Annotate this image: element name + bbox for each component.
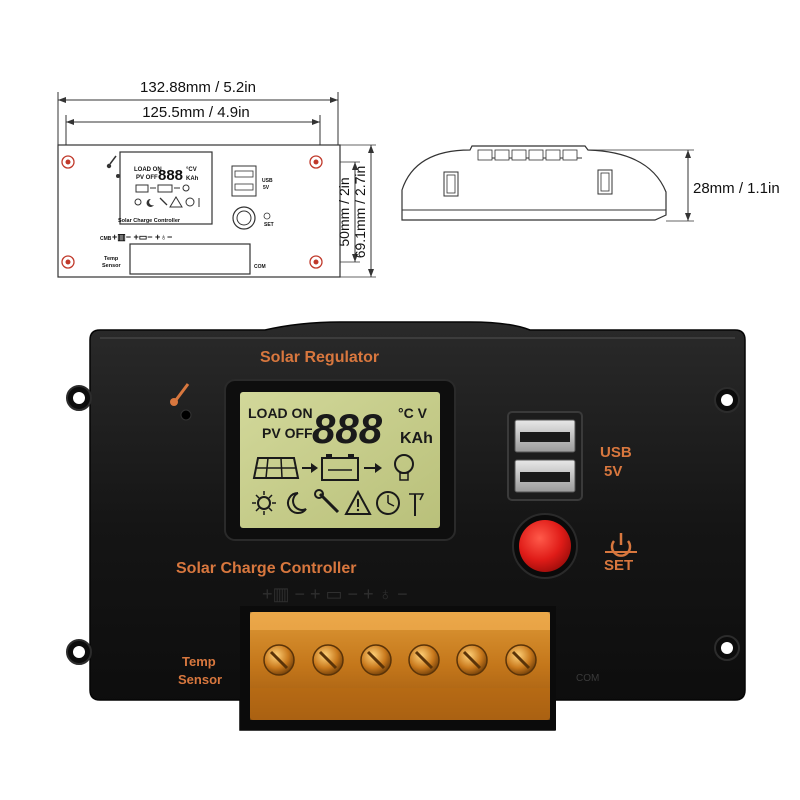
- lcd-screen: [240, 392, 440, 528]
- side-terminal-slots: [477, 149, 578, 161]
- depth-label: 28mm / 1.1in: [693, 180, 780, 197]
- mini-lcd-line1: LOAD ON: [134, 167, 162, 173]
- lcd-digits: 888: [312, 405, 383, 452]
- temp-sensor-hole: [180, 409, 192, 421]
- warning-icon: [344, 489, 372, 515]
- moon-icon: [287, 492, 307, 514]
- solar-charge-controller-label: Solar Charge Controller: [176, 560, 356, 577]
- set-label: SET: [604, 557, 633, 574]
- embossed-polarity-marks: +▥ − + ▭ − + ♁ −: [262, 584, 408, 604]
- temp-label: Temp: [182, 654, 216, 669]
- mini-set-label: SET: [264, 222, 274, 228]
- thermometer-icon: [170, 383, 190, 406]
- set-button[interactable]: [519, 520, 571, 572]
- mini-usb-port: [231, 165, 257, 197]
- usb-label: USB: [600, 444, 632, 461]
- power-icon: [610, 533, 632, 557]
- mount-hole-icon: [61, 155, 323, 269]
- terminal-screw-icon[interactable]: [408, 644, 440, 676]
- device-photo: Solar Regulator LOAD ON PV OFF 888 °C V …: [66, 321, 746, 731]
- dimension-drawing-side: 28mm / 1.1in: [401, 145, 780, 222]
- mini-set-button: [232, 206, 256, 230]
- terminal-screw-icon[interactable]: [312, 644, 344, 676]
- terminal-screws: [263, 644, 537, 676]
- mini-polarity-marks: +▥− +▭− +♁−: [112, 232, 172, 242]
- sun-icon: [252, 491, 276, 515]
- lcd-line2: PV OFF: [262, 425, 313, 441]
- dimension-drawing-front: 132.88mm / 5.2in 125.5mm / 4.9in LO: [57, 79, 376, 278]
- mini-lcd-digits: 888: [158, 167, 183, 184]
- height-holes-label: 50mm / 2in: [336, 177, 352, 246]
- usb-voltage-label: 5V: [604, 463, 622, 480]
- terminal-screw-icon[interactable]: [360, 644, 392, 676]
- battery-icon: [321, 454, 359, 481]
- mini-lcd-icons: [134, 184, 200, 208]
- sensor-label: Sensor: [178, 672, 222, 687]
- mini-title: Solar Charge Controller: [118, 218, 181, 224]
- mini-temp: Temp: [104, 256, 119, 262]
- solar-regulator-label: Solar Regulator: [260, 349, 379, 366]
- wrench-icon: [314, 489, 340, 514]
- com-label: COM: [576, 673, 599, 684]
- terminal-screw-icon[interactable]: [505, 644, 537, 676]
- terminal-screw-icon[interactable]: [263, 644, 295, 676]
- thermometer-icon: [106, 155, 117, 169]
- bulb-icon: [394, 454, 414, 481]
- arrow-right-icon: [302, 463, 318, 473]
- mini-lcd-units1: °CV: [186, 167, 197, 173]
- mini-usb-label: USB: [262, 178, 273, 184]
- lcd-units-kah: KAh: [400, 430, 433, 447]
- terminal-screw-icon[interactable]: [456, 644, 488, 676]
- mini-lcd-units2: KAh: [186, 176, 199, 182]
- lcd-line1: LOAD ON: [248, 405, 313, 421]
- height-total-label: 69.1mm / 2.7in: [352, 166, 368, 259]
- mini-cmb: CMB: [100, 236, 112, 242]
- usb-port[interactable]: [507, 411, 583, 501]
- light-timer-icon: [409, 493, 425, 516]
- solar-panel-icon: [252, 457, 300, 479]
- width-total-label: 132.88mm / 5.2in: [140, 79, 256, 96]
- mini-lcd-line2: PV OFF: [136, 175, 158, 181]
- lcd-units-temp-volt: °C V: [398, 405, 428, 421]
- mount-ear-icon: [66, 385, 740, 665]
- mini-com: COM: [254, 264, 266, 270]
- mini-sensor: Sensor: [102, 263, 122, 269]
- mini-lcd-bezel: [119, 151, 213, 225]
- width-holes-label: 125.5mm / 4.9in: [142, 104, 250, 121]
- mini-usb-voltage: 5V: [263, 185, 270, 191]
- mini-terminal-block: [129, 243, 251, 275]
- clock-icon: [376, 491, 400, 515]
- arrow-right-icon: [364, 463, 382, 473]
